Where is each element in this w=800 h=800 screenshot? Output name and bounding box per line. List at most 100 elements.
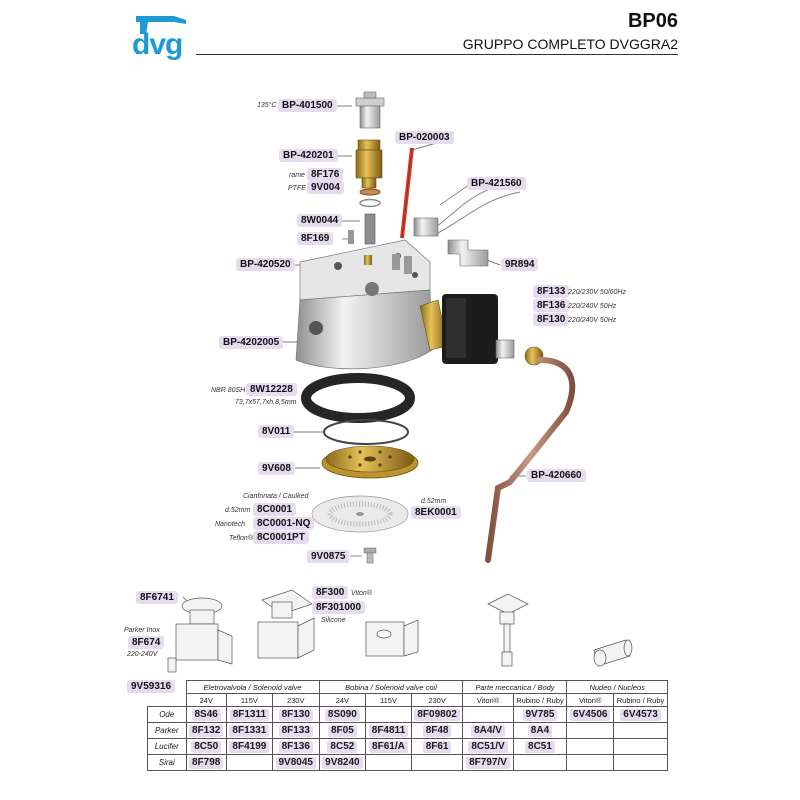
part-bp420660: BP-420660 xyxy=(527,469,586,482)
group-header: Eletrovalvola / Solenoid valve xyxy=(185,680,320,694)
row-label: Ode xyxy=(147,706,187,723)
table-cell: 8C52 xyxy=(318,738,367,755)
table-cell xyxy=(462,706,514,723)
table-cell: 8F798 xyxy=(185,754,227,771)
subheader: 230V xyxy=(410,693,464,707)
part-code: 8F1311 xyxy=(229,708,270,721)
table-cell: 6V4506 xyxy=(566,706,615,723)
table-cell: 8F133 xyxy=(271,722,320,739)
part-code: 8C50 xyxy=(191,740,222,753)
part-8f300-note: Viton® xyxy=(351,590,372,597)
table-cell: 8A4/V xyxy=(462,722,514,739)
part-code: 9V8240 xyxy=(322,756,363,769)
subheader: Viton® xyxy=(462,693,514,707)
part-8f301000: 8F301000 xyxy=(312,601,366,614)
part-8c0001pt-note: Teflon® xyxy=(229,535,253,542)
table-cell: 9V8045 xyxy=(271,754,320,771)
part-code: 8C51/V xyxy=(468,740,508,753)
subheader: Viton® xyxy=(566,693,615,707)
part-code: 9V785 xyxy=(522,708,558,721)
part-code: 8F09802 xyxy=(414,708,460,721)
part-8f300: 8F300 xyxy=(312,586,349,599)
part-8c0001pt: 8C0001PT xyxy=(253,531,309,544)
spec-table: Eletrovalvola / Solenoid valve Bobina / … xyxy=(147,680,668,771)
part-code: 8S46 xyxy=(191,708,221,721)
table-cell: 8F09802 xyxy=(410,706,464,723)
table-cell: 8F1331 xyxy=(225,722,273,739)
part-8ek0001: 8EK0001 xyxy=(411,506,461,519)
solenoid-valve-variant-1 xyxy=(167,597,233,673)
nucleus-drawing xyxy=(593,639,633,667)
row-label: Lucifer xyxy=(147,738,187,755)
part-8w12228: 8W12228 xyxy=(246,383,297,396)
table-cell xyxy=(613,754,668,771)
part-code: 8A4/V xyxy=(471,724,505,737)
solenoid-valve-drawing xyxy=(419,294,544,366)
solenoid-valve-variant-2 xyxy=(257,589,315,659)
table-cell: 8C51/V xyxy=(462,738,514,755)
part-code: 8F798 xyxy=(189,756,224,769)
part-code: 8F132 xyxy=(189,724,224,737)
part-code: 8S090 xyxy=(324,708,360,721)
part-code: 8F130 xyxy=(278,708,313,721)
table-cell: 8F1311 xyxy=(225,706,273,723)
part-8f176: 8F176 xyxy=(307,168,344,181)
part-8f169: 8F169 xyxy=(297,232,334,245)
table-cell: 8F4811 xyxy=(365,722,412,739)
part-8f6741: 8F6741 xyxy=(136,591,178,604)
table-cell: 8F132 xyxy=(185,722,227,739)
part-8w12228-dims: 73,7x57,7xh.8,5mm xyxy=(235,399,297,406)
part-bp420201: BP-420201 xyxy=(279,149,338,162)
subheader: Rubino / Ruby xyxy=(613,693,668,707)
table-cell: 8F797/V xyxy=(462,754,514,771)
coil-drawing xyxy=(365,619,419,657)
part-9r894: 9R894 xyxy=(501,258,539,271)
table-cell xyxy=(566,738,615,755)
part-code: 8F61/A xyxy=(369,740,408,753)
safety-valve-drawing xyxy=(355,91,385,129)
table-cell: 9V785 xyxy=(512,706,568,723)
faucet-icon xyxy=(136,16,186,34)
part-8c0001-note: d.52mm xyxy=(225,507,251,514)
table-cell: 9V8240 xyxy=(318,754,367,771)
row-label: Sirai xyxy=(147,754,187,771)
part-9v004-note: PTFE xyxy=(288,185,306,192)
logo-text: dvg xyxy=(132,28,183,61)
group-body-drawing xyxy=(295,230,433,370)
table-cell xyxy=(566,722,615,739)
part-8c0001: 8C0001 xyxy=(253,503,297,516)
part-code: 9V8045 xyxy=(275,756,316,769)
part-8c0001-note-top: Cianfrinata / Caulked xyxy=(243,493,309,500)
part-bp4202005: BP-4202005 xyxy=(219,336,284,349)
part-8f130: 8F130 xyxy=(533,313,570,326)
part-code: 8C52 xyxy=(327,740,358,753)
group-header: Bobina / Solenoid valve coil xyxy=(318,680,464,694)
part-8f674-note2: 220-240V xyxy=(127,651,158,658)
table-cell xyxy=(410,754,464,771)
table-cell: 8A4 xyxy=(512,722,568,739)
table-cell: 8F61 xyxy=(410,738,464,755)
page-title: GRUPPO COMPLETO DVGGRA2 xyxy=(462,36,678,52)
part-8f674: 8F674 xyxy=(128,636,165,649)
part-9v0875: 9V0875 xyxy=(307,550,350,563)
part-bp401500: BP-401500 xyxy=(278,99,337,112)
table-cell xyxy=(512,754,568,771)
subheader: Rubino / Ruby xyxy=(512,693,568,707)
table-cell xyxy=(365,754,412,771)
part-8f301000-note: Silicone xyxy=(321,617,346,624)
subheader: 230V xyxy=(271,693,320,707)
part-bp020003: BP-020003 xyxy=(395,131,454,144)
page-code: BP06 xyxy=(627,10,678,32)
part-9v59316: 9V59316 xyxy=(127,680,176,693)
part-8w12228-note: NBR 80SH xyxy=(211,387,246,394)
row-label: Parker xyxy=(147,722,187,739)
subheader: 115V xyxy=(225,693,273,707)
part-code: 8F1331 xyxy=(229,724,270,737)
part-8f130-note: 220/240V 50Hz xyxy=(568,317,617,324)
part-8w0044: 8W0044 xyxy=(297,214,343,227)
part-8c0001nq: 8C0001-NQ xyxy=(253,517,315,530)
part-8f136: 8F136 xyxy=(533,299,570,312)
table-subheader-row: 24V 115V 230V 24V 115V 230V Viton® Rubin… xyxy=(148,693,668,707)
